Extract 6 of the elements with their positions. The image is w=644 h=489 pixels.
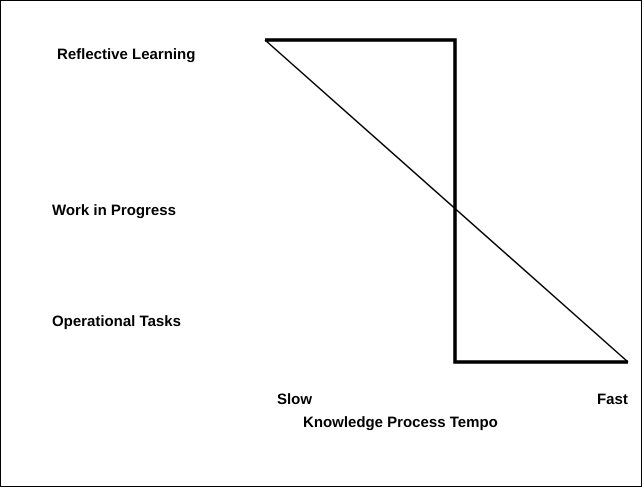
axis-end-label: Fast: [597, 391, 628, 409]
level-label: Reflective Learning: [57, 46, 196, 64]
axis-title: Knowledge Process Tempo: [303, 414, 498, 432]
level-label: Work in Progress: [52, 202, 176, 220]
axis-end-label: Slow: [277, 391, 312, 409]
level-label: Operational Tasks: [52, 313, 181, 331]
